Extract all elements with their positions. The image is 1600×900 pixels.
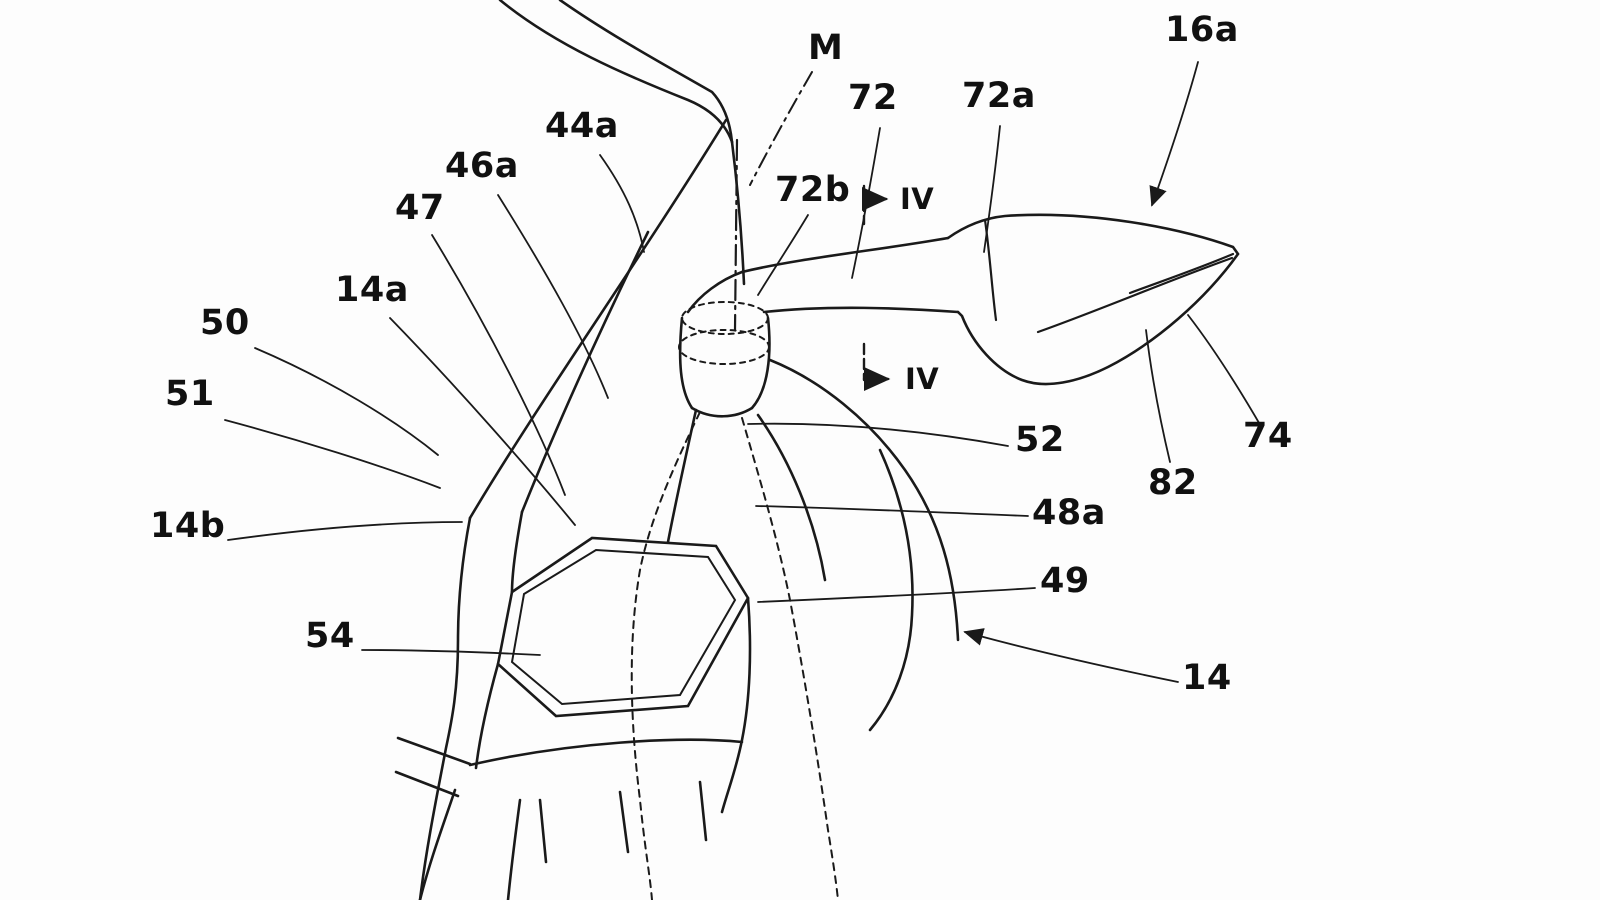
centerline-M [733,138,739,332]
leader-72b [757,214,809,296]
ref-label-M: M [808,28,844,68]
leader-46a [497,194,609,399]
section-marks [862,184,891,391]
hidden-lines [630,71,839,900]
leader-82 [1145,329,1171,463]
ref-label-50: 50 [200,303,250,343]
leader-48a [755,505,1029,517]
leader-49 [757,587,1036,603]
leader-74 [1187,314,1263,429]
section-label-IV-upper: IV [900,182,935,216]
ref-label-44a: 44a [545,106,619,146]
ref-label-52: 52 [1015,420,1065,460]
mirror-assembly-lines [678,213,1240,418]
ref-label-72a: 72a [962,76,1036,116]
leader-47 [431,234,566,496]
ref-label-14a: 14a [335,270,409,310]
ref-label-46a: 46a [445,146,519,186]
leader-72a [983,125,1001,253]
leader-arrow-16a [1149,61,1199,207]
ref-label-16a: 16a [1165,10,1239,50]
leader-54 [361,649,541,656]
ref-label-72: 72 [848,78,898,118]
ref-label-54: 54 [305,616,355,656]
leader-lines [224,61,1263,683]
ref-label-72b: 72b [775,170,851,210]
cowl-body-lines [394,0,960,900]
centerline-M-leader [749,71,813,186]
ref-label-48a: 48a [1032,493,1106,533]
ref-label-49: 49 [1040,561,1090,601]
ref-label-14b: 14b [150,506,226,546]
section-label-IV-lower: IV [905,362,940,396]
ref-label-51: 51 [165,374,215,414]
leader-14a [389,317,576,526]
leader-arrow-14 [963,628,1179,683]
ref-label-74: 74 [1243,416,1293,456]
ref-label-47: 47 [395,188,445,228]
ref-label-82: 82 [1148,463,1198,503]
leader-72 [851,127,881,279]
leader-14b [227,521,463,541]
leader-52 [747,422,1009,447]
leader-44a [599,154,645,253]
leader-50 [254,347,439,456]
leader-51 [224,419,441,489]
ref-label-14: 14 [1182,658,1232,698]
